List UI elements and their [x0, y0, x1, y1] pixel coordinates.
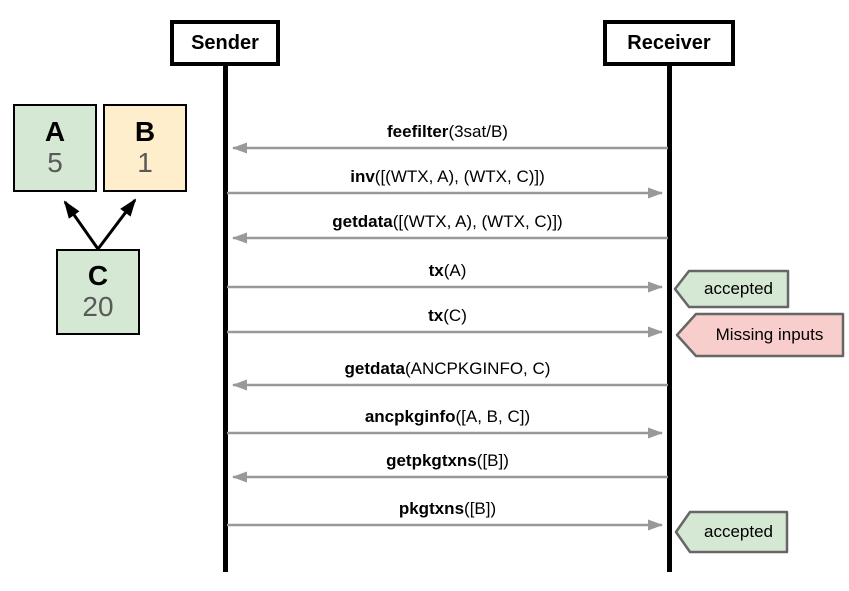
message-label-inv: inv([(WTX, A), (WTX, C)]) — [230, 165, 665, 189]
tx-node-b-value: 1 — [137, 147, 153, 178]
tx-node-a-label: A — [44, 116, 66, 148]
message-name: tx — [428, 306, 444, 325]
dependency-arrow-c-to-b — [96, 198, 137, 250]
result-tag-label-accepted-2: accepted — [704, 522, 773, 541]
message-name: getpkgtxns — [386, 451, 477, 470]
message-label-tx-a: tx(A) — [230, 259, 665, 283]
message-args: ([B]) — [476, 451, 509, 470]
dependency-arrow-c-to-a — [63, 200, 100, 250]
tx-node-c-value: 20 — [82, 291, 114, 322]
message-args: ([(WTX, A), (WTX, C)]) — [374, 167, 545, 186]
actor-box-sender: Sender — [170, 20, 280, 66]
message-label-getdata-ancpkginfo: getdata(ANCPKGINFO, C) — [230, 357, 665, 381]
actor-label-receiver: Receiver — [627, 31, 711, 54]
message-args: (ANCPKGINFO, C) — [405, 359, 551, 378]
message-label-getpkgtxns: getpkgtxns([B]) — [230, 449, 665, 473]
message-args: ([(WTX, A), (WTX, C)]) — [392, 212, 563, 231]
message-args: ([B]) — [464, 499, 497, 518]
actor-box-receiver: Receiver — [603, 20, 735, 66]
message-name: feefilter — [387, 122, 449, 141]
message-args: (3sat/B) — [448, 122, 508, 141]
message-name: inv — [350, 167, 375, 186]
tx-node-c-label: C — [87, 260, 109, 292]
message-label-ancpkginfo: ancpkginfo([A, B, C]) — [230, 405, 665, 429]
message-name: tx — [428, 261, 444, 280]
actor-label-sender: Sender — [191, 31, 259, 54]
message-args: ([A, B, C]) — [455, 407, 531, 426]
result-tag-shape-accepted-2 — [674, 510, 789, 554]
message-name: pkgtxns — [398, 499, 465, 518]
message-name: getdata — [332, 212, 393, 231]
result-tag-shape-missing-inputs — [675, 312, 845, 358]
message-label-feefilter: feefilter(3sat/B) — [230, 120, 665, 144]
result-tag-shape-accepted-1 — [673, 269, 790, 309]
message-label-getdata-wtx: getdata([(WTX, A), (WTX, C)]) — [230, 210, 665, 234]
tx-node-a-value: 5 — [47, 147, 63, 178]
message-label-tx-c: tx(C) — [230, 304, 665, 328]
message-name: ancpkginfo — [364, 407, 456, 426]
message-label-pkgtxns: pkgtxns([B]) — [230, 497, 665, 521]
tx-node-b-label: B — [134, 116, 156, 148]
message-args: (A) — [443, 261, 467, 280]
message-args: (C) — [443, 306, 467, 325]
tx-node-c: C 20 — [56, 249, 140, 335]
result-tag-label-missing-inputs: Missing inputs — [715, 325, 824, 344]
tx-node-b: B 1 — [103, 104, 187, 192]
message-name: getdata — [344, 359, 405, 378]
tx-node-a: A 5 — [13, 104, 97, 192]
result-tag-label-accepted-1: accepted — [704, 279, 773, 298]
